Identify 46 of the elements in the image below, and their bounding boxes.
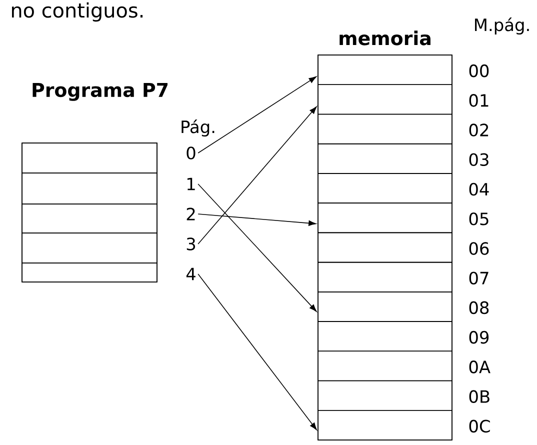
memory-frame — [318, 262, 452, 292]
page-row — [22, 142, 158, 174]
frame-number: 05 — [469, 212, 488, 226]
column-heading: Pág. — [182, 119, 214, 137]
arrow — [198, 274, 317, 430]
page-row — [22, 172, 158, 204]
memory-frame — [318, 54, 452, 85]
memory-frame — [318, 410, 452, 440]
arrow — [198, 76, 316, 154]
page-row — [22, 262, 158, 282]
column-heading: M.pág. — [475, 17, 529, 35]
page-number: 3 — [186, 238, 196, 250]
memory-frame — [318, 350, 452, 382]
memory-frame — [318, 173, 452, 204]
page-row — [22, 232, 158, 264]
frame-number: 02 — [469, 124, 488, 136]
frame-number: 01 — [469, 94, 488, 107]
memory-frame — [318, 143, 452, 174]
frame-number: 03 — [469, 153, 488, 166]
frame-number: 08 — [469, 301, 489, 314]
arrow — [198, 184, 317, 312]
frame-number: 0B — [469, 390, 490, 403]
frame-number: 0A — [469, 360, 490, 374]
arrow — [198, 214, 316, 226]
page-number: 1 — [187, 178, 195, 190]
page-row — [22, 204, 158, 234]
node-label: Programa P7 — [32, 83, 168, 101]
memory-frame — [318, 84, 452, 115]
memory-frame — [318, 232, 452, 263]
frame-number: 04 — [469, 182, 489, 196]
memory-frame — [318, 321, 452, 352]
frame-number: 09 — [469, 330, 489, 344]
frame-number: 00 — [469, 64, 489, 78]
memory-frame — [318, 114, 452, 144]
arrow — [198, 106, 317, 244]
node-label: memoria — [340, 30, 430, 46]
page-number: 0 — [186, 146, 196, 160]
page-number: 4 — [186, 268, 196, 280]
page-number: 2 — [186, 208, 195, 220]
memory-frame — [318, 292, 452, 322]
top-text: no contiguos. — [12, 2, 143, 22]
memory-frame — [318, 202, 452, 234]
frame-number: 07 — [469, 272, 488, 284]
frame-number: 06 — [469, 242, 489, 255]
frame-number: 0C — [469, 420, 490, 433]
memory-frame — [318, 380, 452, 411]
